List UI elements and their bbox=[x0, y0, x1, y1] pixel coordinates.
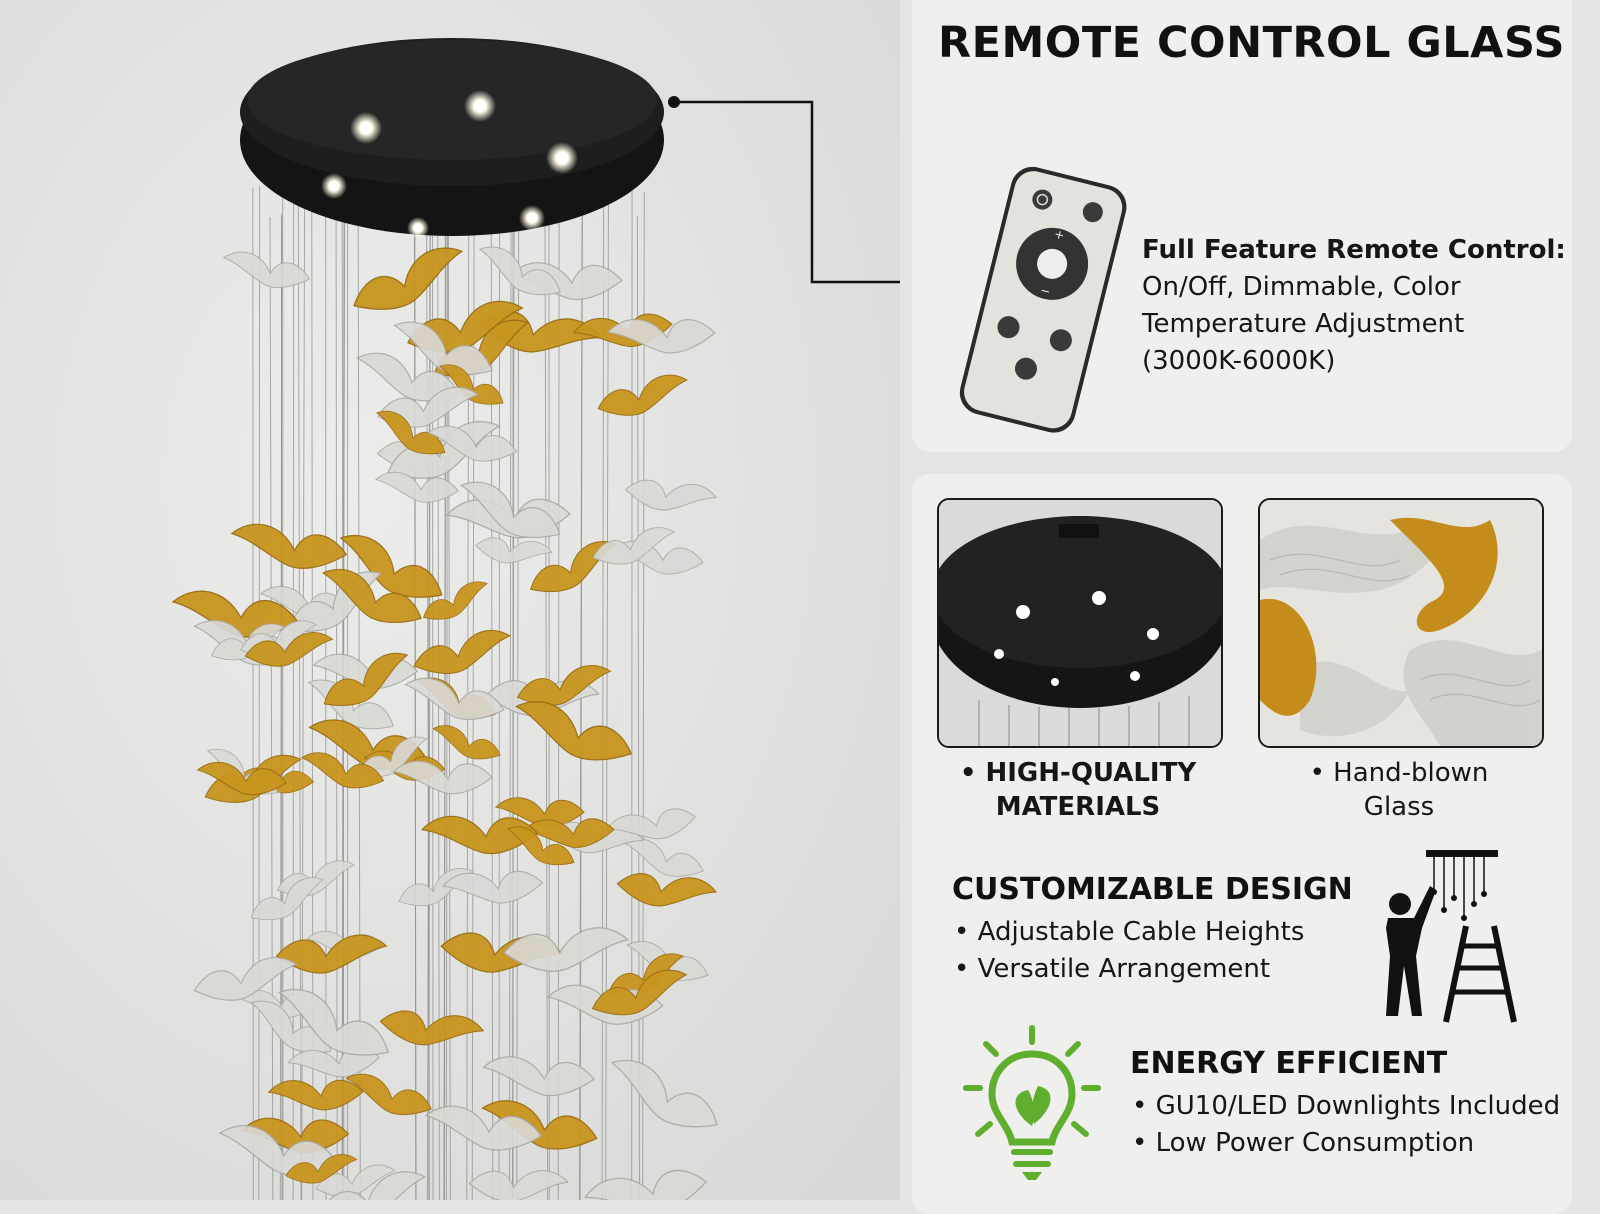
remote-feature-line: (3000K-6000K) bbox=[1142, 343, 1562, 380]
canopy-closeup-image bbox=[937, 498, 1223, 748]
remote-feature-line: Temperature Adjustment bbox=[1142, 306, 1562, 343]
list-item: Adjustable Cable Heights bbox=[954, 914, 1304, 951]
caption-line: Glass bbox=[1258, 790, 1540, 824]
hand-blown-glass-closeup-image bbox=[1258, 498, 1544, 748]
energy-efficient-list: GU10/LED Downlights Included Low Power C… bbox=[1132, 1088, 1560, 1162]
caption-line: • HIGH-QUALITY bbox=[937, 756, 1219, 790]
remote-feature-line: On/Off, Dimmable, Color bbox=[1142, 269, 1562, 306]
remote-feature-description: Full Feature Remote Control: On/Off, Dim… bbox=[1142, 232, 1562, 380]
panel-title: REMOTE CONTROL GLASS bbox=[938, 18, 1558, 68]
remote-control-icon: + − bbox=[940, 150, 1140, 450]
list-item: Versatile Arrangement bbox=[954, 951, 1304, 988]
remote-feature-heading: Full Feature Remote Control: bbox=[1142, 232, 1562, 269]
cable bbox=[253, 188, 254, 1200]
energy-efficient-title: ENERGY EFFICIENT bbox=[1130, 1046, 1447, 1081]
caption-line: MATERIALS bbox=[937, 790, 1219, 824]
installer-ladder-icon bbox=[1378, 846, 1538, 1024]
list-item: Low Power Consumption bbox=[1132, 1125, 1560, 1162]
glass-caption: • Hand-blown Glass bbox=[1258, 756, 1540, 824]
customizable-design-title: CUSTOMIZABLE DESIGN bbox=[952, 872, 1353, 907]
customizable-design-list: Adjustable Cable Heights Versatile Arran… bbox=[954, 914, 1304, 988]
list-item: GU10/LED Downlights Included bbox=[1132, 1088, 1560, 1125]
chandelier-product-image bbox=[0, 0, 900, 1200]
lightbulb-leaf-icon bbox=[962, 1024, 1102, 1184]
materials-caption: • HIGH-QUALITY MATERIALS bbox=[937, 756, 1219, 824]
caption-line: • Hand-blown bbox=[1258, 756, 1540, 790]
